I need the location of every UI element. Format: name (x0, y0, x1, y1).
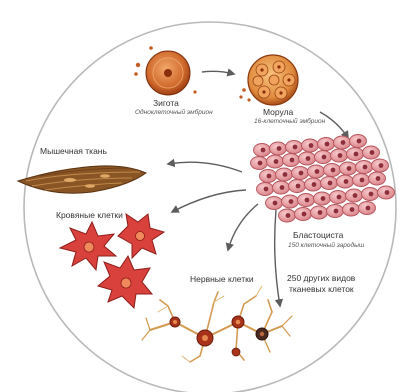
blood-label: Кровяные клетки (56, 211, 123, 221)
blastocyst-nucleus (277, 146, 282, 151)
blastocyst-tissue (251, 135, 395, 223)
blastocyst-nucleus (328, 181, 333, 186)
blastocyst-nucleus (376, 176, 381, 181)
blastocyst-nucleus (366, 206, 371, 211)
blastocyst-nucleus (347, 166, 352, 171)
blastocyst-nucleus (385, 190, 390, 195)
nerve-label: Нервные клетки (190, 275, 254, 285)
blastocyst-nucleus (363, 165, 368, 170)
blastocyst-nucleus (357, 139, 362, 144)
blastocyst-nucleus (286, 213, 291, 218)
blastocyst-nucleus (273, 201, 278, 206)
blastocyst-nucleus (258, 161, 263, 166)
morula-title: Морула (263, 108, 293, 118)
blastocyst-nucleus (318, 210, 323, 215)
blastocyst-title: Бластоциста (293, 231, 343, 241)
blastocyst-nucleus (302, 212, 307, 217)
blastocyst-subtitle: 150 клеточный зародыш (288, 242, 364, 249)
blastocyst-nucleus (299, 171, 304, 176)
blastocyst-nucleus (296, 184, 301, 189)
blastocyst-nucleus (264, 187, 269, 192)
blastocyst-nucleus (354, 152, 359, 157)
blastocyst-nucleus (267, 174, 272, 179)
blastocyst-nucleus (315, 169, 320, 174)
blastocyst-nucleus (369, 192, 374, 197)
blastocyst-nucleus (280, 185, 285, 190)
blastocyst-nucleus (360, 178, 365, 183)
blastocyst-nucleus (350, 207, 355, 212)
blastocyst-nucleus (338, 153, 343, 158)
blastocyst-nucleus (337, 195, 342, 200)
blastocyst-nucleus (353, 193, 358, 198)
muscle-label: Мышечная ткань (40, 147, 107, 157)
blastocyst-nucleus (322, 155, 327, 160)
zygote-subtitle: Одноклеточный эмбрион (135, 109, 213, 116)
blastocyst-nucleus (334, 209, 339, 214)
blastocyst-nucleus (283, 172, 288, 177)
zygote-title: Зигота (153, 99, 179, 109)
morula-subtitle: 16-клеточный эмбрион (254, 118, 325, 125)
blastocyst-nucleus (261, 148, 266, 153)
other-cells-line2: тканевых клеток (289, 285, 354, 295)
blastocyst-nucleus (379, 163, 384, 168)
blastocyst-nucleus (370, 150, 375, 155)
blastocyst-nucleus (341, 140, 346, 145)
blastocyst-nucleus (274, 159, 279, 164)
blastocyst-nucleus (289, 199, 294, 204)
blastocyst-nucleus (321, 196, 326, 201)
blastocyst-nucleus (293, 145, 298, 150)
blastocyst-nucleus (306, 156, 311, 161)
blastocyst-nucleus (325, 142, 330, 147)
blastocyst-nucleus (344, 179, 349, 184)
blastocyst-nucleus (309, 143, 314, 148)
blastocyst-nucleus (331, 168, 336, 173)
blastocyst-nucleus (312, 182, 317, 187)
blastocyst-nucleus (290, 158, 295, 163)
blastocyst-nucleus (305, 198, 310, 203)
other-cells-line1: 250 других видов (287, 274, 355, 284)
